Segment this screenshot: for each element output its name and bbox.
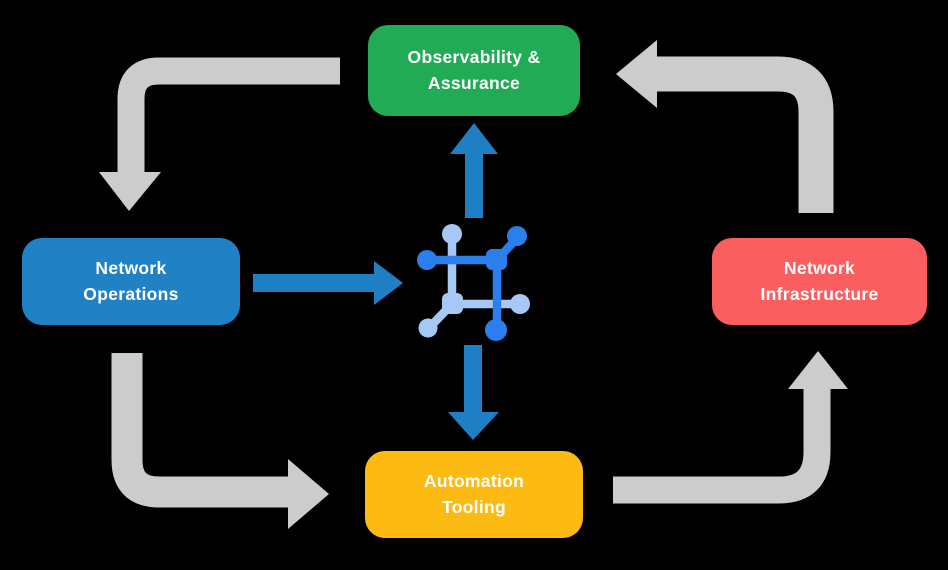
arrow-automation-to-infrastructure (613, 351, 848, 504)
node-observability-assurance: Observability & Assurance (368, 25, 580, 116)
arrow-center-to-observability (450, 123, 498, 218)
node-network-infrastructure: Network Infrastructure (712, 238, 927, 325)
arrow-operations-to-automation (111, 353, 329, 529)
network-automation-icon (417, 224, 530, 341)
arrow-operations-to-center (253, 261, 403, 305)
arrow-center-to-automation (448, 345, 499, 440)
node-network-infrastructure-label: Network Infrastructure (760, 258, 879, 304)
node-automation-tooling: Automation Tooling (365, 451, 583, 538)
node-automation-tooling-label: Automation Tooling (423, 471, 525, 517)
arrow-observability-to-operations (99, 57, 340, 211)
node-observability-assurance-label: Observability & Assurance (407, 47, 541, 93)
node-network-operations-label: Network Operations (83, 258, 179, 304)
arrow-infrastructure-to-observability (616, 40, 834, 213)
node-network-operations: Network Operations (22, 238, 240, 325)
